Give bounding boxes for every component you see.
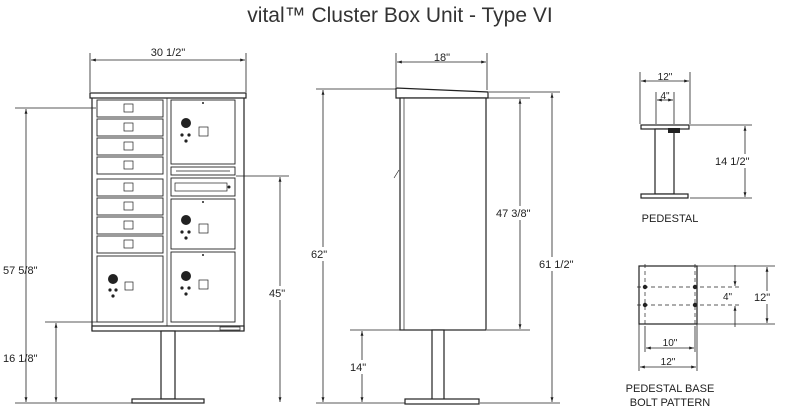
lock-icon (123, 220, 134, 230)
base-outer-height-label: 12" (754, 292, 770, 304)
pedestal-top-plate (640, 124, 690, 130)
bolt-hole (692, 284, 698, 290)
lock-icon (123, 122, 134, 132)
tenant-doors (96, 99, 164, 254)
side-depth-label: 18" (434, 52, 450, 64)
front-height-label: 57 5/8" (3, 265, 38, 277)
tenant-door (96, 178, 164, 197)
pedestal-top-width-label: 12" (658, 72, 673, 83)
side-body-height-label: 47 3/8" (496, 208, 531, 220)
side-pedestal-base (404, 398, 480, 405)
pedestal-column-width-label: 4" (660, 91, 670, 102)
front-pedestal-base (131, 398, 205, 404)
pedestal-detail: 12" 4" 14 1/2" PEDESTAL (639, 72, 762, 225)
front-width-label: 30 1/2" (151, 47, 186, 59)
base-caption-line2: BOLT PATTERN (630, 397, 711, 409)
side-pedestal-column (431, 329, 445, 401)
tenant-door (96, 99, 164, 118)
tenant-door (96, 235, 164, 254)
base-bolt-pattern: 4" 12" 10" 12" PEDESTAL BASE BOLT PATTER… (626, 264, 776, 409)
lock-icon (123, 141, 134, 151)
side-cabinet (399, 97, 487, 331)
pedestal-column (654, 128, 675, 195)
diagram-title: vital™ Cluster Box Unit - Type VI (247, 4, 553, 27)
lock-icon (123, 182, 134, 192)
pedestal-height-label-detail: 14 1/2" (715, 156, 750, 168)
lock-icon (123, 239, 134, 249)
tenant-door (96, 137, 164, 156)
lock-icon (108, 274, 118, 284)
lock-icon (181, 271, 191, 281)
tenant-door (96, 118, 164, 137)
nameplate (219, 326, 241, 331)
outgoing-mail-slot (170, 166, 236, 197)
side-roof (395, 87, 489, 99)
tenant-door (96, 197, 164, 216)
bolt-hole (642, 302, 648, 308)
ground-clearance-label: 16 1/8" (3, 353, 38, 365)
front-roof (89, 92, 247, 99)
pedestal-caption: PEDESTAL (642, 213, 699, 225)
base-inner-width-label: 10" (663, 338, 678, 349)
base-plate-outline (638, 265, 698, 325)
side-outer-height-label: 61 1/2" (539, 259, 574, 271)
lock-icon (123, 201, 134, 211)
tenant-door (96, 216, 164, 235)
tenant-door (96, 156, 164, 175)
lock-icon (123, 103, 134, 113)
parcel-door-mid (170, 198, 236, 250)
pedestal-base-plate (640, 193, 689, 199)
side-view: 18" 62" 14" 47 3/8" 61 1/2" (308, 52, 583, 405)
parcel-door-top (170, 99, 236, 165)
base-outer-width-label: 12" (661, 357, 676, 368)
parcel-height-label: 45" (269, 288, 285, 300)
front-pedestal-column (160, 330, 176, 400)
base-inner-height-label: 4" (723, 292, 733, 303)
parcel-door-left (96, 255, 164, 323)
side-total-height-label: 62" (311, 249, 327, 261)
bolt-hole (692, 302, 698, 308)
base-caption-line1: PEDESTAL BASE (626, 383, 715, 395)
lock-icon (181, 215, 191, 225)
front-view: 30 1/2" 57 5/8" 16 1/8" 45" (3, 47, 296, 404)
bolt-hole (642, 284, 648, 290)
side-handle (393, 169, 400, 179)
parcel-door-bottom (170, 251, 236, 323)
lock-icon (123, 160, 134, 170)
lock-icon (181, 118, 191, 128)
pedestal-height-label: 14" (350, 362, 366, 374)
